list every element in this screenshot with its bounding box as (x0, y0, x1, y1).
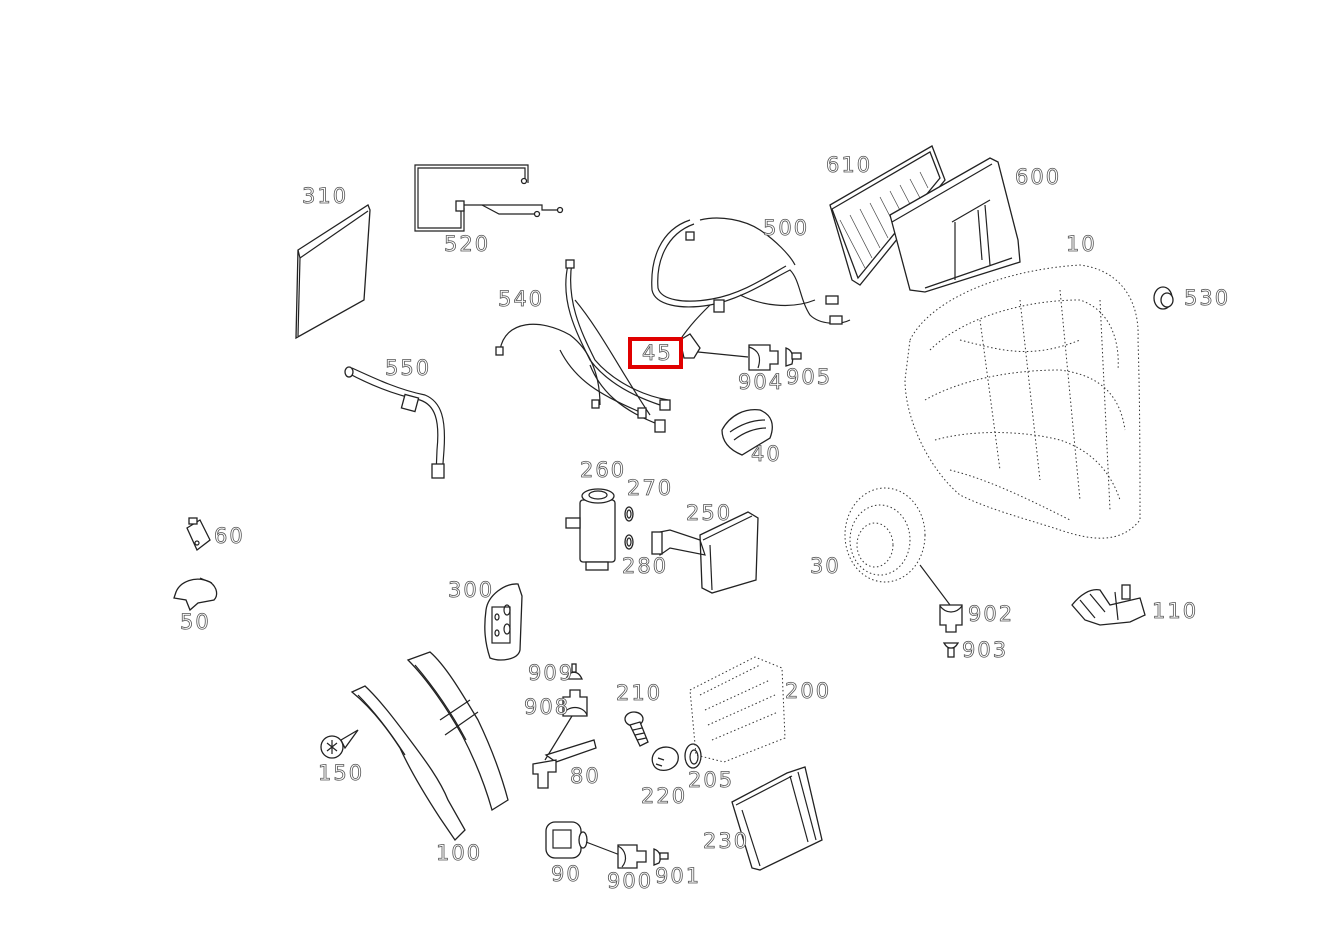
callout-901[interactable]: 901 (655, 864, 702, 888)
part-260-expansion-valve-icon[interactable] (565, 488, 616, 571)
callout-540[interactable]: 540 (498, 287, 545, 311)
callout-280[interactable]: 280 (622, 554, 669, 578)
part-904-connector-icon[interactable] (748, 344, 779, 371)
part-230-heat-exchanger-icon[interactable] (731, 766, 823, 871)
callout-270[interactable]: 270 (627, 476, 674, 500)
callout-300[interactable]: 300 (448, 578, 495, 602)
part-909-terminal-icon[interactable] (564, 663, 584, 680)
part-600-filter-housing-icon[interactable] (889, 157, 1021, 293)
part-530-nut-icon[interactable] (1153, 286, 1174, 310)
part-210-bolt-icon[interactable] (624, 711, 649, 747)
callout-110[interactable]: 110 (1152, 599, 1199, 623)
part-540-wiring-loom-icon[interactable] (495, 259, 671, 433)
callout-220[interactable]: 220 (641, 784, 688, 808)
callout-600[interactable]: 600 (1015, 165, 1062, 189)
part-908-connector-icon[interactable] (562, 689, 588, 717)
callout-200[interactable]: 200 (785, 679, 832, 703)
part-500-harness-icon[interactable] (651, 217, 851, 341)
part-50-actuator-icon[interactable] (173, 577, 218, 612)
callout-100[interactable]: 100 (436, 841, 483, 865)
callout-904[interactable]: 904 (738, 370, 785, 394)
callout-550[interactable]: 550 (385, 356, 432, 380)
part-220-clip-icon[interactable] (651, 746, 679, 771)
part-10-housing-assembly-icon[interactable] (904, 264, 1141, 539)
callout-610[interactable]: 610 (826, 153, 873, 177)
callout-900[interactable]: 900 (607, 869, 654, 893)
part-300-seal-plate-icon[interactable] (484, 583, 523, 661)
callout-150[interactable]: 150 (318, 761, 365, 785)
callout-520[interactable]: 520 (444, 232, 491, 256)
part-80-lever-icon[interactable] (532, 715, 597, 789)
part-110-motor-icon[interactable] (1071, 584, 1146, 626)
callout-45[interactable]: 45 (642, 341, 673, 365)
callout-210[interactable]: 210 (616, 681, 663, 705)
part-900-connector-icon[interactable] (617, 844, 647, 869)
callout-80[interactable]: 80 (570, 764, 601, 788)
callout-230[interactable]: 230 (703, 829, 750, 853)
callout-310[interactable]: 310 (302, 184, 349, 208)
part-90-blower-motor-icon[interactable] (545, 821, 621, 859)
part-280-o-ring-icon[interactable] (624, 534, 634, 550)
callout-902[interactable]: 902 (968, 602, 1015, 626)
part-902-connector-icon[interactable] (939, 604, 963, 633)
part-40-actuator-icon[interactable] (721, 409, 773, 456)
callout-205[interactable]: 205 (688, 768, 735, 792)
part-30-blower-icon[interactable] (844, 487, 951, 606)
callout-903[interactable]: 903 (962, 638, 1009, 662)
callout-40[interactable]: 40 (751, 442, 782, 466)
part-905-terminal-icon[interactable] (785, 347, 802, 367)
callout-90[interactable]: 90 (551, 862, 582, 886)
part-60-sensor-icon[interactable] (186, 517, 211, 552)
callout-530[interactable]: 530 (1184, 286, 1231, 310)
part-520-harness-icon[interactable] (414, 164, 564, 232)
part-903-terminal-icon[interactable] (942, 642, 960, 658)
callout-60[interactable]: 60 (214, 524, 245, 548)
part-310-panel-icon[interactable] (295, 204, 371, 340)
callout-260[interactable]: 260 (580, 458, 627, 482)
callout-10[interactable]: 10 (1066, 232, 1097, 256)
part-270-o-ring-icon[interactable] (624, 506, 634, 522)
part-100-air-duct-icon[interactable] (350, 651, 509, 842)
part-200-heater-core-icon[interactable] (689, 656, 786, 763)
part-45-sensor-icon[interactable] (679, 333, 749, 359)
callout-908[interactable]: 908 (524, 695, 571, 719)
callout-905[interactable]: 905 (786, 365, 833, 389)
callout-500[interactable]: 500 (763, 216, 810, 240)
callout-50[interactable]: 50 (180, 610, 211, 634)
part-205-seal-ring-icon[interactable] (684, 743, 702, 769)
part-901-terminal-icon[interactable] (653, 848, 669, 866)
callout-909[interactable]: 909 (528, 661, 575, 685)
part-250-evaporator-icon[interactable] (651, 511, 759, 594)
callout-250[interactable]: 250 (686, 501, 733, 525)
part-150-screw-icon[interactable] (320, 729, 359, 759)
part-550-hose-icon[interactable] (344, 366, 446, 479)
callout-30[interactable]: 30 (810, 554, 841, 578)
